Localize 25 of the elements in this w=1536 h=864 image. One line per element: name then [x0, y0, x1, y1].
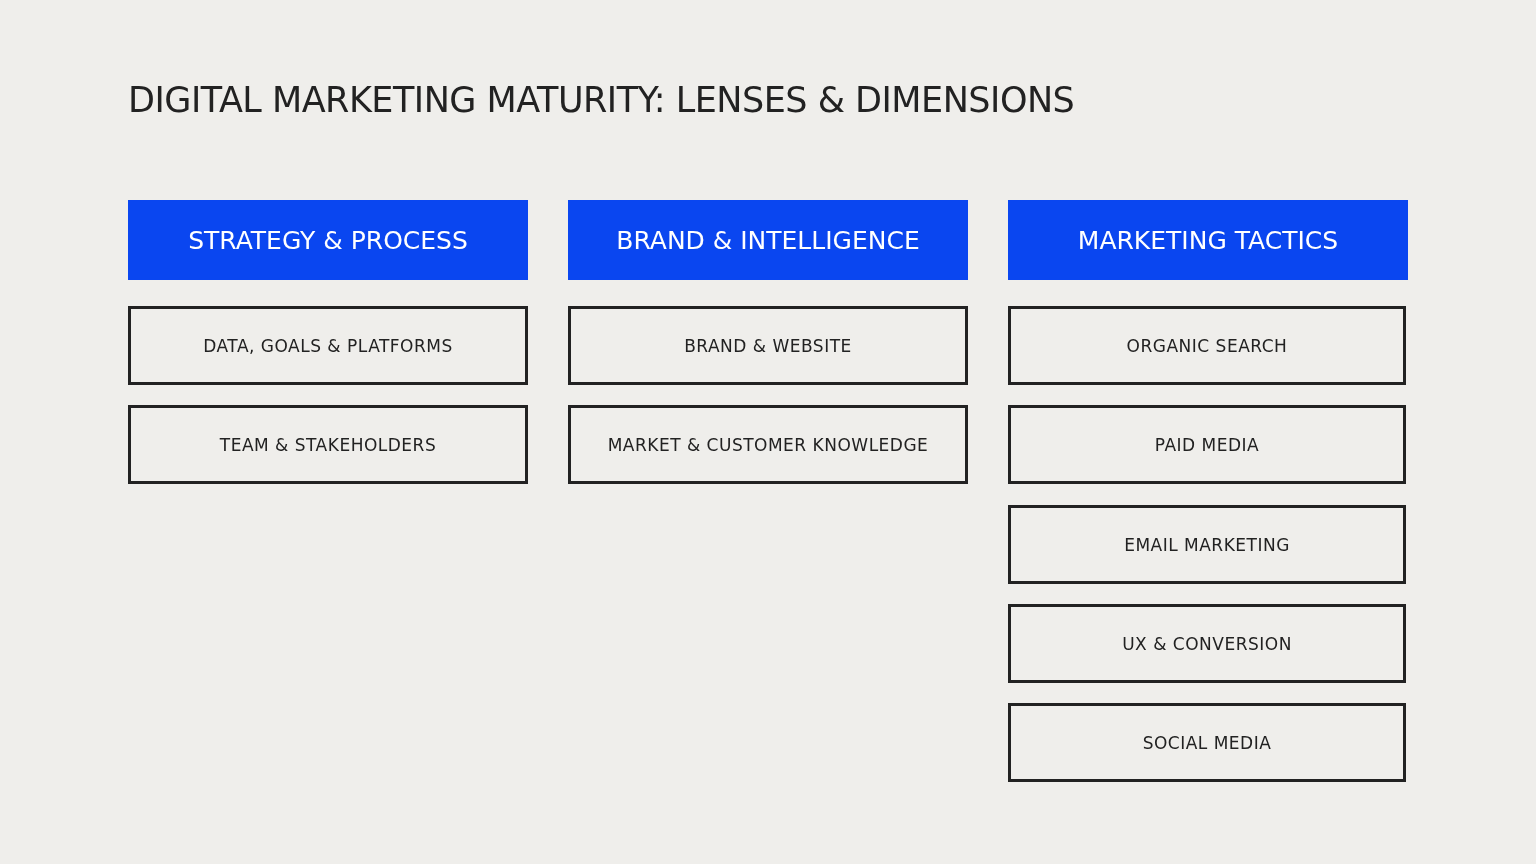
dimension-box: [1008, 405, 1406, 484]
label-text: BRAND & WEBSITE: [684, 335, 852, 356]
dimension-box: [568, 306, 968, 385]
category-header: [568, 200, 968, 280]
category-header: [1008, 200, 1408, 280]
label-text: TEAM & STAKEHOLDERS: [219, 434, 437, 455]
label-text: ORGANIC SEARCH: [1126, 335, 1288, 356]
diagram-title: DIGITAL MARKETING MATURITY: LENSES & DIMENSIONS: [128, 80, 1075, 120]
dimension-box: [1008, 306, 1406, 385]
label-text: PAID MEDIA: [1154, 434, 1260, 455]
label-text: UX & CONVERSION: [1122, 633, 1292, 654]
dimension-box: [1008, 604, 1406, 683]
label-text: MARKETING TACTICS: [1077, 225, 1339, 255]
label-text: STRATEGY & PROCESS: [188, 225, 468, 255]
dimension-box: [568, 405, 968, 484]
category-header: [128, 200, 528, 280]
label-text: MARKET & CUSTOMER KNOWLEDGE: [607, 434, 929, 455]
dimension-box: [1008, 505, 1406, 584]
dimension-box: [128, 306, 528, 385]
label-text: BRAND & INTELLIGENCE: [616, 225, 920, 255]
label-text: SOCIAL MEDIA: [1142, 732, 1272, 753]
dimension-box: [128, 405, 528, 484]
label-text: DATA, GOALS & PLATFORMS: [203, 335, 453, 356]
label-text: EMAIL MARKETING: [1124, 534, 1290, 555]
dimension-box: [1008, 703, 1406, 782]
